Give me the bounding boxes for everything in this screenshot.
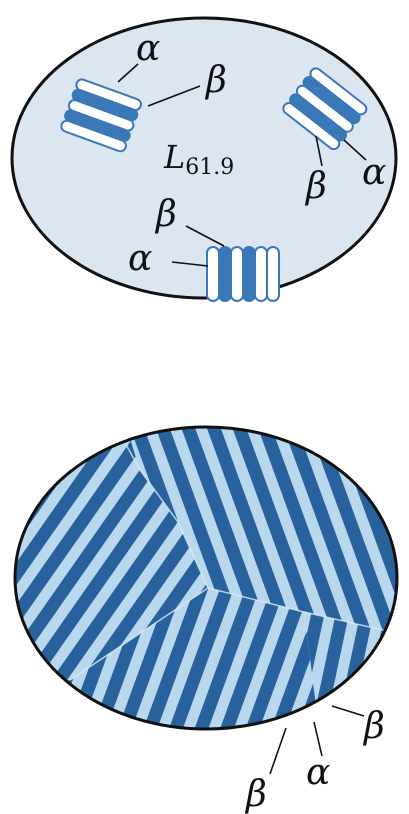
beta-label: β — [244, 774, 267, 814]
eutectic-colonies — [0, 400, 409, 736]
alpha-lamella — [231, 247, 243, 301]
alpha-label: α — [362, 152, 386, 193]
beta-label: β — [154, 194, 177, 235]
alpha-lamella — [255, 247, 267, 301]
beta-lamella — [219, 247, 231, 301]
beta-label: β — [362, 706, 385, 747]
alpha-label: α — [136, 28, 160, 69]
liquid-subscript: 61.9 — [185, 155, 234, 180]
eutectic-nucleus-3 — [207, 247, 279, 301]
leader-line — [314, 722, 322, 756]
leader-line — [270, 728, 286, 774]
beta-lamella — [243, 247, 255, 301]
beta-label: β — [204, 60, 227, 101]
liquid-symbol: L — [163, 138, 185, 176]
alpha-label: α — [306, 752, 330, 793]
alpha-lamella — [207, 247, 219, 301]
colony-bottom-right — [304, 612, 409, 736]
alpha-lamella — [267, 247, 279, 301]
bottom-panel-solid: β α β — [0, 400, 409, 814]
leader-line — [332, 706, 364, 716]
beta-label: β — [304, 166, 327, 207]
top-panel-liquid: α β β α L61.9 β α — [12, 18, 396, 301]
alpha-label: α — [128, 238, 152, 279]
